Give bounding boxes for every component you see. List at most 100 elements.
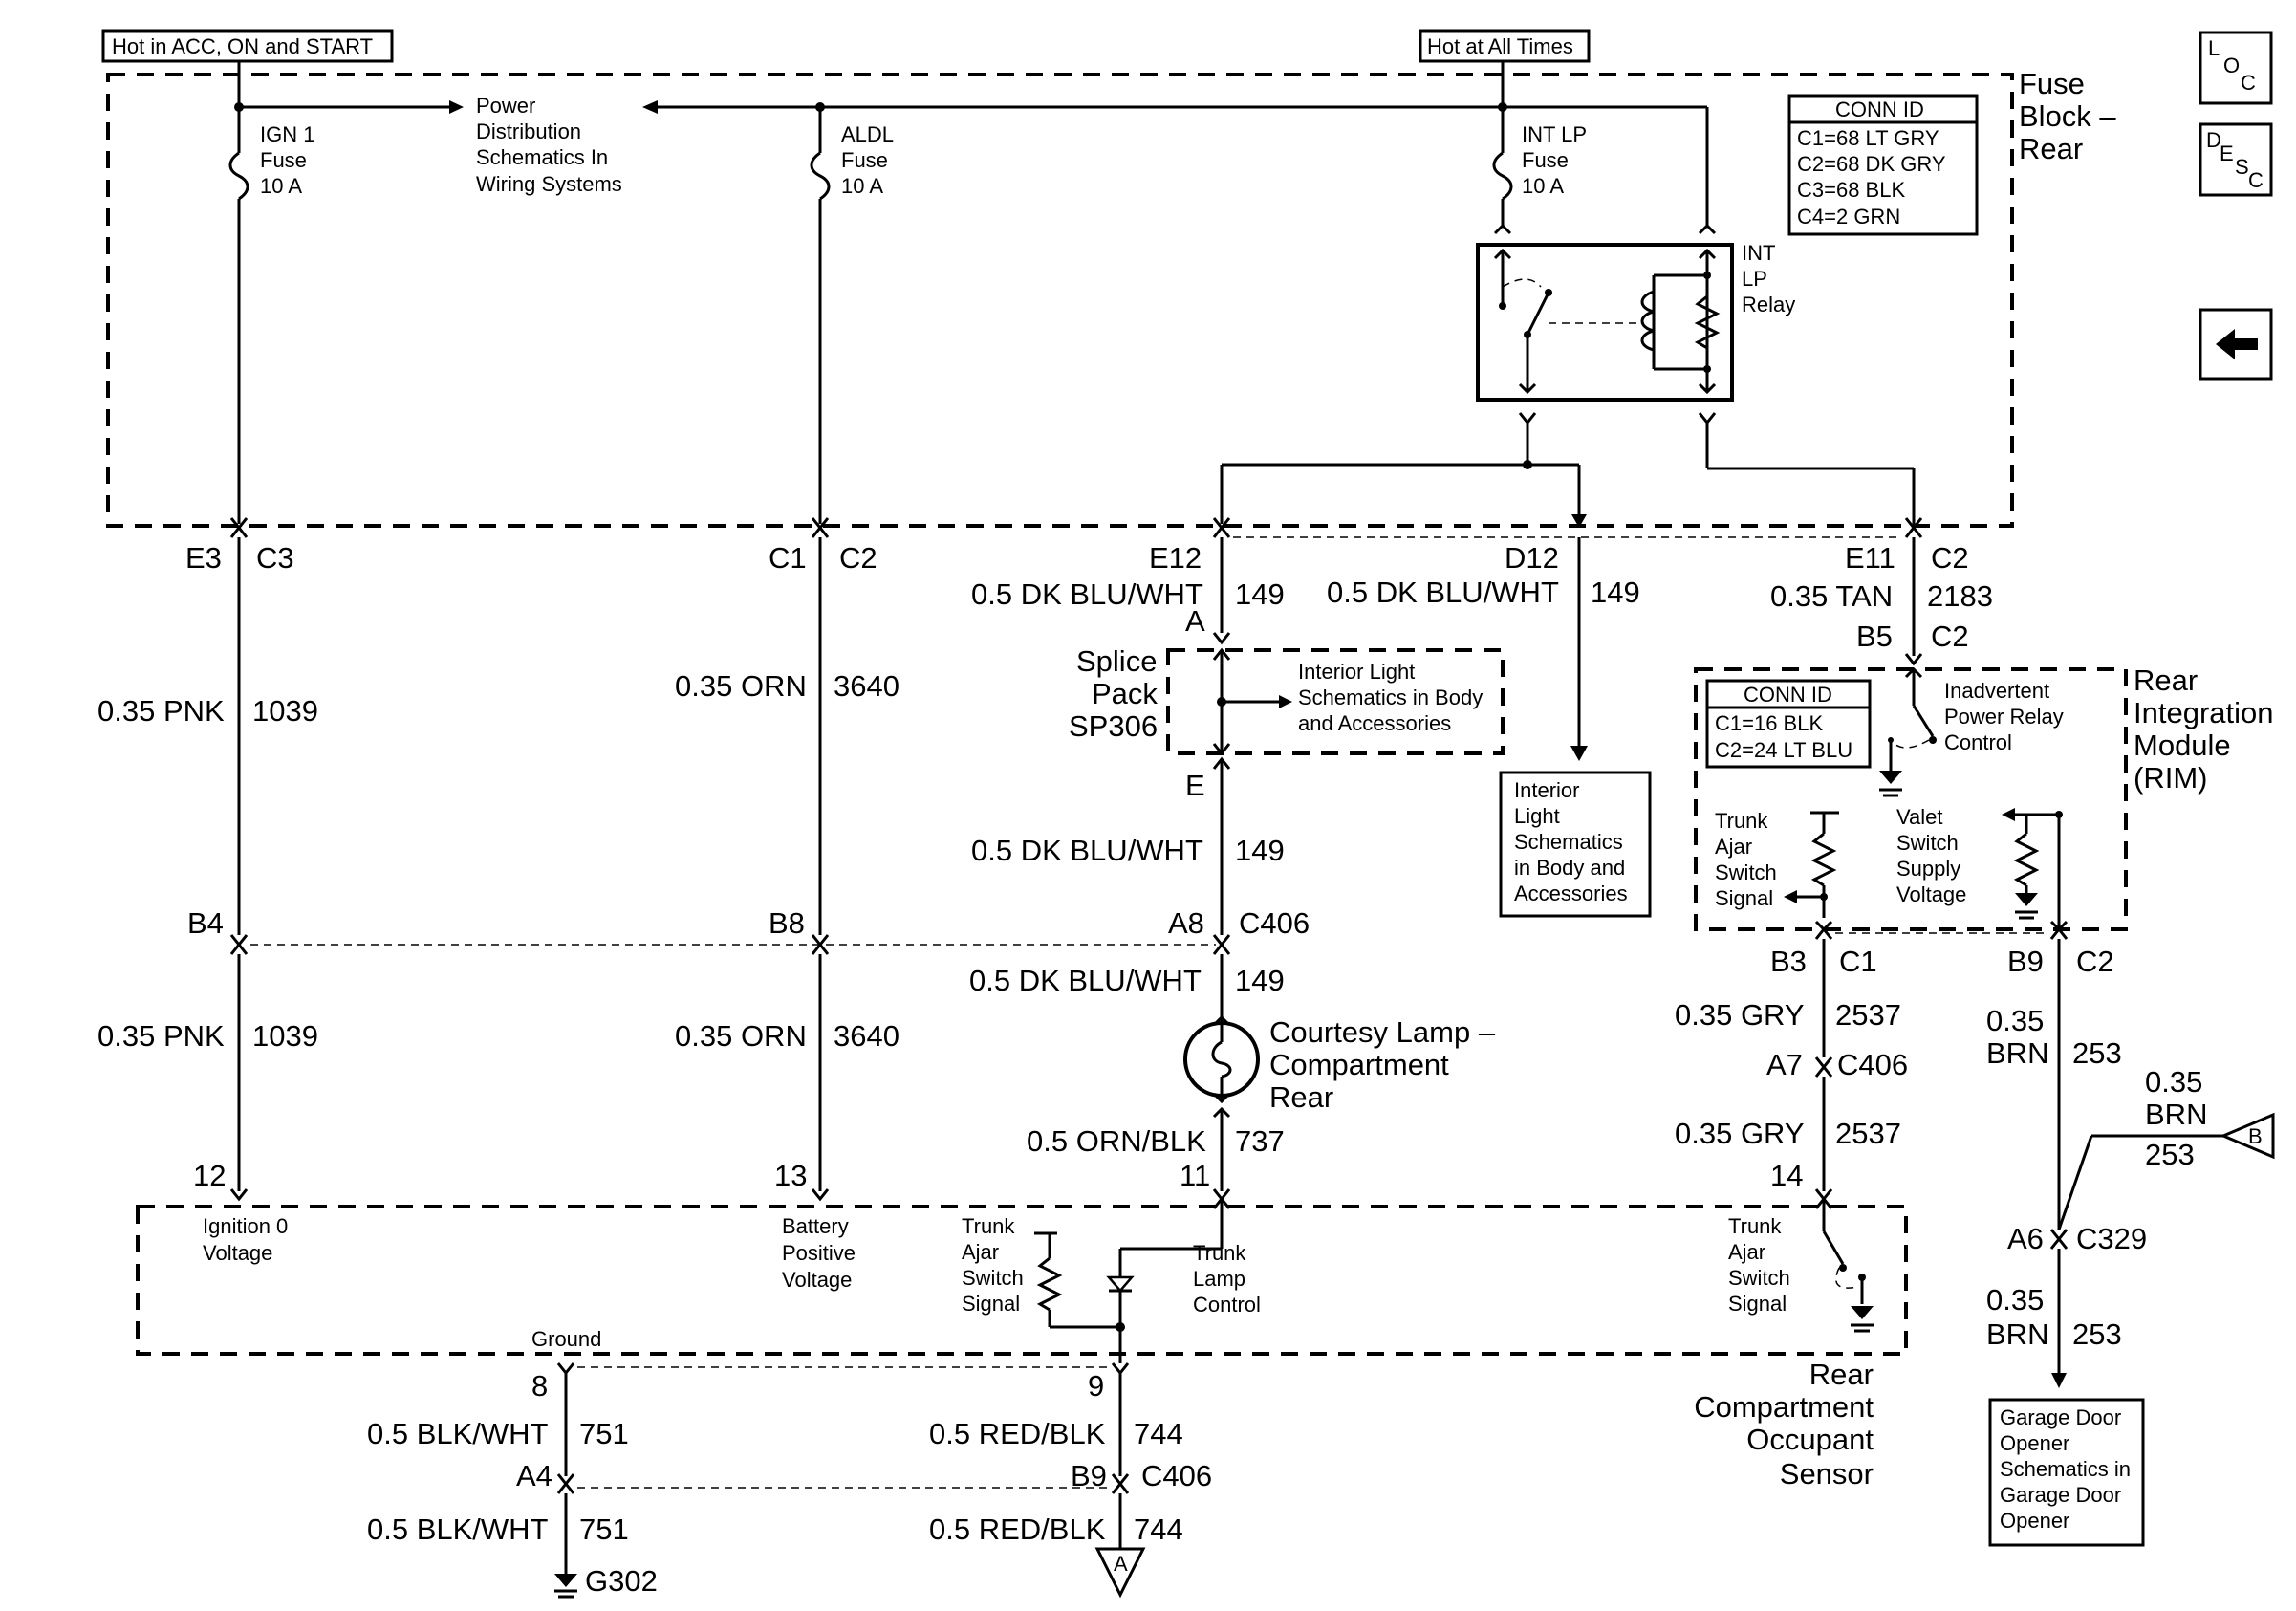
pin-8: 8: [531, 1369, 548, 1403]
connector-c2: C2: [1931, 541, 1969, 575]
wire-circuit: 2183: [1927, 579, 1993, 613]
wire-circuit: 1039: [252, 1019, 318, 1053]
wire-color: 0.35 ORN: [675, 1019, 807, 1053]
sensor-trunk-right-label: Signal: [1728, 1292, 1787, 1316]
conn-id-row: C2=24 LT BLU: [1715, 738, 1852, 762]
ref-b-triangle[interactable]: [2220, 1112, 2275, 1160]
wire-color: 0.35 PNK: [97, 694, 225, 728]
connector-b9: B9: [1071, 1459, 1107, 1492]
conn-id-row: C4=2 GRN: [1797, 205, 1900, 229]
wire-color: 0.35 TAN: [1770, 579, 1893, 613]
fuse-block-conn-id-table: CONN ID C1=68 LT GRY C2=68 DK GRY C3=68 …: [1787, 94, 1979, 236]
back-button[interactable]: [2199, 308, 2273, 381]
wire-color: 0.35 GRY: [1675, 1117, 1805, 1150]
connector-symbol: [1212, 525, 1231, 538]
wire-color: BRN: [2145, 1098, 2207, 1131]
wire-color: 0.5 DK BLU/WHT: [1327, 576, 1559, 609]
interior-light-ref-label: in Body and: [1514, 856, 1625, 880]
connector-c1: C1: [769, 541, 807, 575]
interior-light-ref-box[interactable]: [1499, 771, 1652, 918]
sensor-trunk-left-label: Switch: [962, 1266, 1024, 1290]
sensor-trunk-right-label: Switch: [1728, 1266, 1790, 1290]
conn-id-row: C3=68 BLK: [1797, 178, 1905, 202]
wire-color: 0.5 ORN/BLK: [1027, 1124, 1206, 1158]
rim-valet-label: Switch: [1896, 831, 1959, 855]
connector-c406: C406: [1141, 1459, 1212, 1492]
wire-circuit: 253: [2145, 1138, 2195, 1171]
loc-letter: C: [2241, 71, 2256, 95]
intlp-fuse-label: 10 A: [1522, 174, 1564, 198]
wire-circuit: 751: [579, 1417, 629, 1450]
pin-14: 14: [1770, 1159, 1803, 1192]
sensor-trunk-ajar-switch: [1814, 1196, 1874, 1333]
sensor-trunk-right-label: Ajar: [1728, 1240, 1765, 1264]
connector-symbol: [1904, 525, 1923, 538]
inadvertent-label: Power Relay: [1944, 705, 2064, 729]
wire-color: 0.5 DK BLU/WHT: [971, 577, 1203, 611]
ign1-fuse-label: 10 A: [260, 174, 302, 198]
intlp-relay: [1476, 243, 1734, 402]
sensor-title: Sensor: [1780, 1457, 1874, 1491]
wire-circuit: 2537: [1835, 998, 1901, 1032]
loc-letter: L: [2208, 36, 2220, 60]
wire-circuit: 149: [1235, 834, 1285, 867]
hot-all-label: Hot at All Times: [1427, 34, 1573, 58]
wire-circuit: 3640: [834, 1019, 899, 1053]
wire-circuit: 253: [2072, 1317, 2122, 1351]
fuse-block-title-3: Rear: [2019, 132, 2083, 165]
wire-circuit: 149: [1235, 577, 1285, 611]
rim-trunk-label: Trunk: [1715, 809, 1768, 833]
ref-a-triangle[interactable]: [1094, 1547, 1146, 1599]
courtesy-lamp-label: Compartment: [1269, 1048, 1449, 1081]
garage-door-ref-box[interactable]: [1988, 1398, 2145, 1547]
intlp-fuse: [1492, 107, 1513, 235]
wire-circuit: 744: [1134, 1513, 1183, 1546]
connector-symbol: [229, 525, 249, 538]
sensor-trunk-left-label: Ajar: [962, 1240, 999, 1264]
wire-circuit: 149: [1591, 576, 1640, 609]
power-dist-label: Wiring Systems: [476, 172, 622, 196]
power-dist-label: Power: [476, 94, 535, 118]
rim-conn-id-table: CONN ID C1=16 BLK C2=24 LT BLU: [1705, 679, 1872, 769]
hot-acc-label: Hot in ACC, ON and START: [112, 34, 373, 58]
wire-circuit: 744: [1134, 1417, 1183, 1450]
ground-label: G302: [585, 1564, 658, 1598]
connector-c406: C406: [1239, 906, 1310, 940]
inadvertent-label: Control: [1944, 730, 2012, 754]
wire-color: BRN: [1986, 1036, 2048, 1070]
splice-ref-label: Interior Light: [1298, 660, 1415, 684]
wire-circuit: 2537: [1835, 1117, 1901, 1150]
courtesy-lamp-label: Courtesy Lamp –: [1269, 1015, 1496, 1049]
rim-title: Module: [2134, 729, 2231, 762]
connector-a8: A8: [1168, 906, 1204, 940]
desc-letter: D: [2206, 128, 2221, 152]
connector-a7: A7: [1766, 1048, 1803, 1081]
ign1-fuse: [228, 107, 249, 524]
fuse-block-title-1: Fuse: [2019, 67, 2085, 100]
splice-ref-label: Schematics in Body: [1298, 686, 1483, 709]
wire-color: 0.5 DK BLU/WHT: [969, 964, 1202, 997]
pin-13: 13: [774, 1159, 807, 1192]
fuse-block-boundary: [106, 73, 2014, 528]
ign1-fuse-label: Fuse: [260, 148, 307, 172]
location-button[interactable]: L O C: [2199, 31, 2273, 105]
aldl-fuse: [810, 107, 831, 524]
rim-title: Rear: [2134, 664, 2198, 697]
aldl-fuse-label: 10 A: [841, 174, 883, 198]
rim-valet-circuit: [2002, 808, 2069, 932]
sensor-title: Rear: [1809, 1358, 1874, 1391]
desc-letter: S: [2235, 155, 2249, 179]
description-button[interactable]: D E S C: [2199, 122, 2273, 197]
sensor-trunk-left-label: Trunk: [962, 1214, 1015, 1238]
splice-pack-label: Pack: [1092, 677, 1158, 710]
splice-pack-label: Splice: [1076, 644, 1157, 678]
inadvertent-relay-switch: [1879, 666, 1937, 797]
courtesy-lamp: [1183, 1014, 1260, 1104]
interior-light-ref-label: Accessories: [1514, 882, 1628, 905]
rim-trunk-label: Switch: [1715, 860, 1777, 884]
interior-light-ref-label: Schematics: [1514, 830, 1623, 854]
connector-c1: C1: [1839, 945, 1877, 978]
wire-color: 0.35 PNK: [97, 1019, 225, 1053]
sensor-trunk-left-label: Signal: [962, 1292, 1020, 1316]
connector-b3: B3: [1770, 945, 1807, 978]
